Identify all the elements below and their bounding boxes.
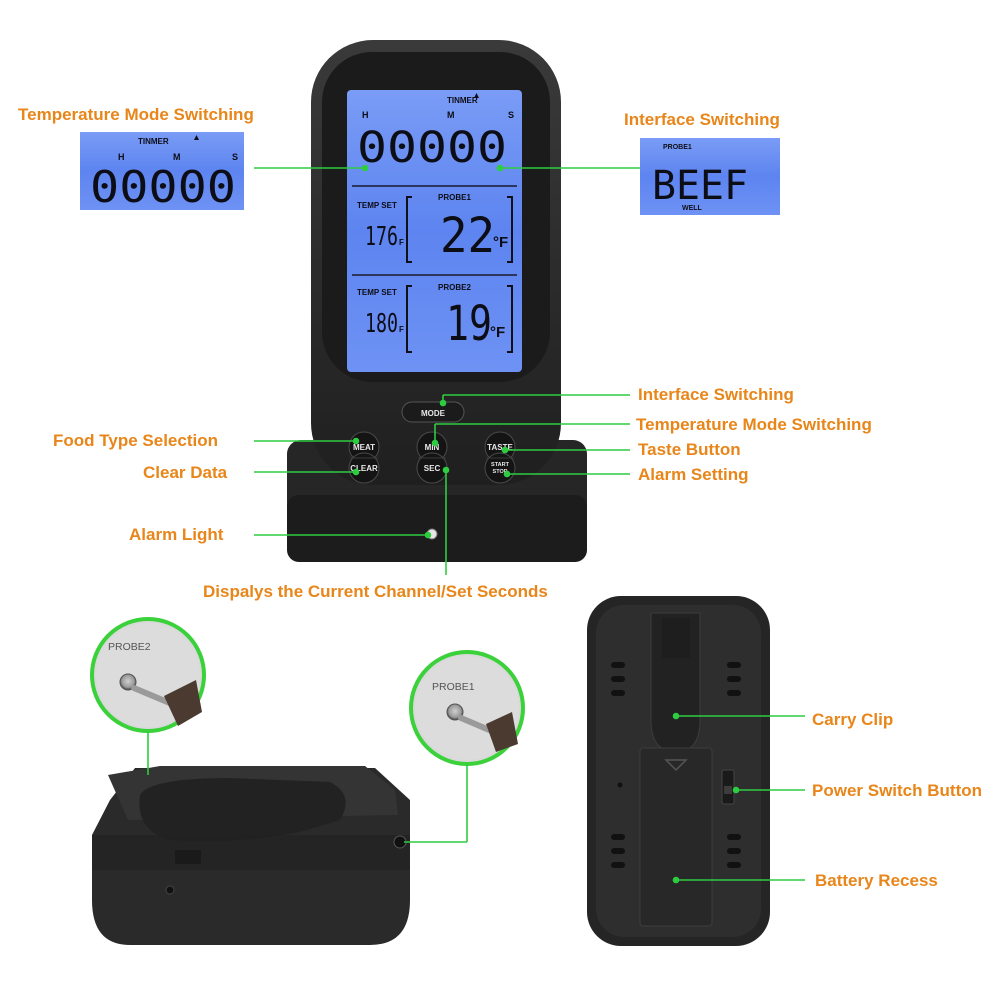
lcd-probe2-current-unit: °F bbox=[490, 324, 505, 341]
inset-food-text: BEEF bbox=[652, 163, 748, 209]
inset-up-arrow-icon bbox=[194, 135, 199, 140]
lcd-inset-food: PROBE1 BEEF WELL bbox=[640, 138, 780, 215]
taste-button-label: TASTE bbox=[487, 443, 513, 452]
lcd-probe1-tempset-label: TEMP SET bbox=[357, 201, 397, 210]
lcd-probe1-set-value: 176 bbox=[365, 222, 398, 252]
min-button-label: MIN bbox=[425, 443, 440, 452]
callouts: Temperature Mode Switching Interface Swi… bbox=[18, 105, 982, 890]
lcd-probe2-set-value: 180 bbox=[365, 309, 398, 339]
sec-button-label: SEC bbox=[424, 464, 441, 473]
clear-button-label: CLEAR bbox=[350, 464, 378, 473]
inset-unit-s: S bbox=[232, 152, 238, 162]
inset-unit-h: H bbox=[118, 152, 125, 162]
callout-power-switch: Power Switch Button bbox=[812, 781, 982, 800]
callout-temp-mode-left: Temperature Mode Switching bbox=[18, 105, 254, 124]
callout-clear-data: Clear Data bbox=[143, 463, 228, 482]
callout-taste: Taste Button bbox=[638, 440, 741, 459]
probe2-port-label: PROBE2 bbox=[108, 641, 151, 653]
probe1-port-label: PROBE1 bbox=[432, 681, 475, 693]
stop-label: STOP bbox=[493, 469, 508, 475]
callout-temp-mode-btn: Temperature Mode Switching bbox=[636, 415, 872, 434]
main-lcd bbox=[347, 90, 522, 372]
device-back-view bbox=[587, 596, 770, 946]
callout-interface-mode: Interface Switching bbox=[638, 385, 794, 404]
leader-lines bbox=[147, 164, 805, 884]
timer-up-arrow-icon bbox=[474, 93, 479, 98]
lcd-probe1-current: 22 bbox=[440, 208, 495, 264]
lcd-unit-s: S bbox=[508, 110, 514, 120]
lcd-probe1-current-unit: °F bbox=[493, 234, 508, 251]
inset-unit-m: M bbox=[173, 152, 181, 162]
start-label: START bbox=[491, 462, 510, 468]
base-hole bbox=[165, 885, 175, 895]
mode-button-label: MODE bbox=[421, 409, 446, 418]
lcd-unit-m: M bbox=[447, 110, 455, 120]
probe2-zoom: PROBE2 bbox=[90, 617, 206, 733]
lcd-timer-digits: 00000 bbox=[357, 123, 507, 173]
lcd-probe2-current: 19 bbox=[446, 296, 492, 352]
lcd-unit-h: H bbox=[362, 110, 369, 120]
mode-button[interactable]: MODE bbox=[401, 401, 465, 423]
meat-button-label: MEAT bbox=[353, 443, 375, 452]
callout-channel-seconds: Dispalys the Current Channel/Set Seconds bbox=[203, 582, 548, 601]
callout-battery: Battery Recess bbox=[815, 871, 938, 890]
inset-timer-digits: 00000 bbox=[90, 162, 236, 213]
battery-recess bbox=[639, 747, 713, 927]
lcd-probe2-label: PROBE2 bbox=[438, 283, 471, 292]
lcd-probe2-set-unit: F bbox=[399, 325, 404, 334]
main-device: TINMER H M S 00000 PROBE1 TEMP SET 176 F… bbox=[287, 40, 587, 562]
lcd-timer-label: TINMER bbox=[447, 96, 478, 105]
callout-interface-top: Interface Switching bbox=[624, 110, 780, 129]
reset-hole bbox=[617, 782, 623, 788]
inset-probe-label: PROBE1 bbox=[663, 144, 692, 151]
probe1-zoom: PROBE1 bbox=[409, 650, 525, 766]
inset-doneness-text: WELL bbox=[682, 205, 703, 212]
callout-food-type: Food Type Selection bbox=[53, 431, 218, 450]
callout-alarm-light: Alarm Light bbox=[129, 525, 224, 544]
lcd-probe1-label: PROBE1 bbox=[438, 193, 471, 202]
lcd-inset-timer: TINMER H M S 00000 bbox=[80, 132, 244, 213]
clear-button[interactable]: CLEAR bbox=[348, 452, 380, 484]
base-unit bbox=[92, 766, 410, 945]
lcd-probe2-tempset-label: TEMP SET bbox=[357, 288, 397, 297]
lcd-probe1-set-unit: F bbox=[399, 238, 404, 247]
callout-alarm-setting: Alarm Setting bbox=[638, 465, 749, 484]
inset-timer-label: TINMER bbox=[138, 137, 169, 146]
callout-carry-clip: Carry Clip bbox=[812, 710, 893, 729]
